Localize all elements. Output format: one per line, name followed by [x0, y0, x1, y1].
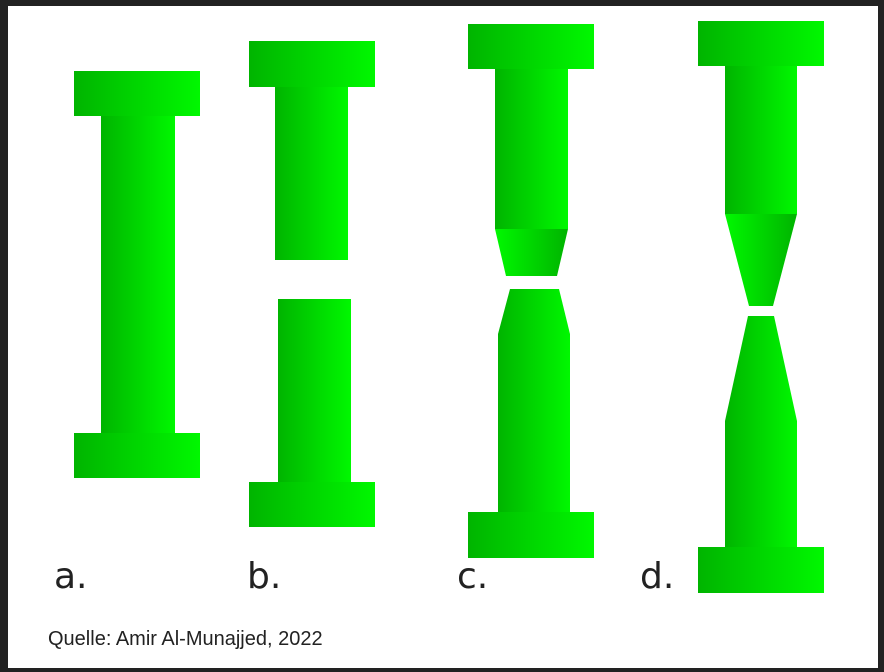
specimen-b-bottom-grip — [249, 482, 375, 527]
specimen-a-shaft — [101, 116, 175, 434]
specimen-c-lower-shaft — [498, 334, 570, 514]
specimen-c-lower-neck — [498, 289, 570, 334]
specimen-d-top-grip — [698, 21, 824, 66]
specimen-d-upper-shaft — [725, 66, 797, 214]
specimen-c — [468, 24, 594, 558]
specimen-d-bottom-grip — [698, 547, 824, 593]
source-caption: Quelle: Amir Al-Munajjed, 2022 — [48, 628, 323, 651]
label-b: b. — [247, 559, 281, 595]
specimen-d — [698, 21, 824, 593]
specimen-a-top-grip — [74, 71, 200, 116]
specimen-b — [249, 41, 375, 527]
specimen-c-upper-shaft — [495, 69, 568, 229]
specimen-a-bottom-grip — [74, 433, 200, 478]
label-d: d. — [640, 559, 674, 595]
specimen-b-lower-shaft — [278, 299, 351, 493]
specimen-c-top-grip — [468, 24, 594, 69]
specimen-d-lower-shaft — [725, 421, 797, 549]
tensile-specimen-diagram — [8, 6, 878, 668]
specimen-c-upper-neck — [495, 229, 568, 276]
label-c: c. — [457, 559, 488, 595]
specimen-a — [74, 71, 200, 478]
specimen-b-top-grip — [249, 41, 375, 87]
specimen-d-upper-neck — [725, 214, 797, 306]
specimen-d-lower-neck — [725, 316, 797, 421]
specimen-b-upper-shaft — [275, 87, 348, 260]
label-a: a. — [54, 559, 88, 595]
specimen-c-bottom-grip — [468, 512, 594, 558]
